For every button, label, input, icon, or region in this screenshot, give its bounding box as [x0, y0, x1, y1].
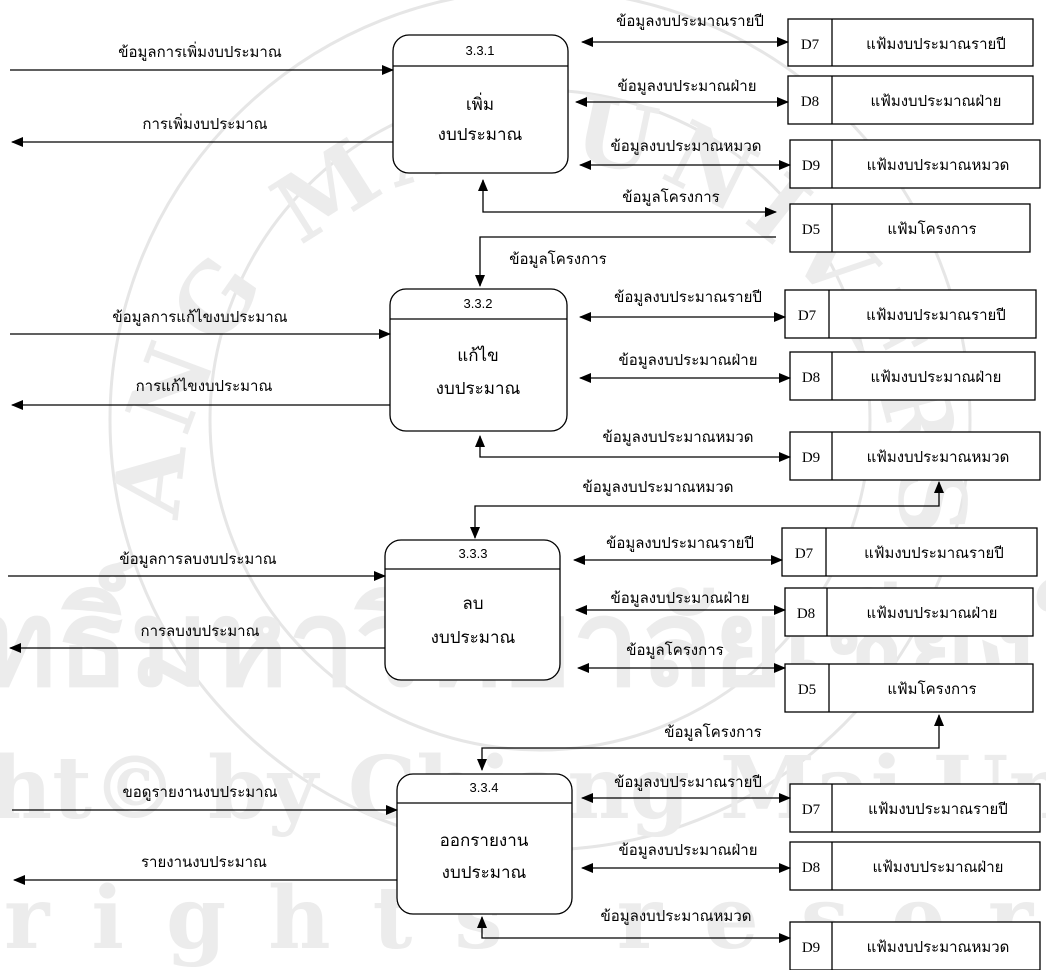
- flow-label: การลบงบประมาณ: [141, 622, 260, 640]
- store-id: D8: [802, 370, 820, 386]
- process-name-line2: งบประมาณ: [436, 379, 521, 399]
- flow-label: ขอดูรายงานงบประมาณ: [123, 783, 278, 801]
- flow-label: ข้อมูลโครงการ: [622, 188, 719, 206]
- store-id: D7: [802, 802, 821, 818]
- flows-3-3-3: ข้อมูลการลบงบประมาณ การลบงบประมาณ ข้อมูล…: [8, 534, 944, 771]
- process-box: [392, 34, 569, 174]
- process-box: [396, 773, 573, 915]
- data-store-d5: D5 แฟ้มโครงการ: [784, 663, 1034, 713]
- store-name: แฟ้มงบประมาณหมวด: [867, 156, 1010, 174]
- store-name: แฟ้มงบประมาณรายปี: [868, 800, 1008, 818]
- flow-label: ข้อมูลงบประมาณรายปี: [614, 288, 762, 306]
- flow-label: ข้อมูลการเพิ่มงบประมาณ: [118, 41, 282, 61]
- store-box: [784, 587, 1034, 637]
- flow-label: ข้อมูลงบประมาณฝ่าย: [610, 589, 749, 607]
- flow-label: ข้อมูลโครงการ: [509, 250, 606, 268]
- data-store-d9: D9 แฟ้มงบประมาณหมวด: [789, 139, 1041, 189]
- process-name-line2: งบประมาณ: [438, 125, 523, 145]
- data-store-d7: D7 แฟ้มงบประมาณรายปี: [787, 18, 1034, 67]
- store-name: แฟ้มงบประมาณหมวด: [867, 448, 1010, 466]
- store-box: [789, 203, 1031, 253]
- store-id: D8: [802, 860, 820, 876]
- flow-label: ข้อมูลโครงการ: [626, 641, 723, 659]
- store-id: D9: [802, 158, 820, 174]
- process-id: 3.3.1: [466, 43, 495, 58]
- store-name: แฟ้มงบประมาณรายปี: [866, 35, 1006, 53]
- process-id: 3.3.4: [470, 780, 499, 795]
- process-box: [389, 288, 568, 432]
- flow-label: ข้อมูลงบประมาณหมวด: [603, 428, 754, 446]
- flows-3-3-2: ข้อมูลการแก้ไขงบประมาณ การแก้ไขงบประมาณ …: [10, 288, 944, 539]
- flow-label: ข้อมูลการลบงบประมาณ: [119, 550, 276, 568]
- data-store-d8: D8 แฟ้มงบประมาณฝ่าย: [784, 587, 1034, 637]
- store-name: แฟ้มงบประมาณฝ่าย: [873, 858, 1004, 876]
- data-store-d7: D7 แฟ้มงบประมาณรายปี: [789, 783, 1041, 833]
- flow-label: ข้อมูลงบประมาณรายปี: [606, 534, 754, 552]
- data-store-d5: D5 แฟ้มโครงการ: [789, 203, 1031, 253]
- data-store-d8: D8 แฟ้มงบประมาณฝ่าย: [787, 75, 1034, 125]
- process-name-line1: ลบ: [462, 594, 483, 614]
- store-name: แฟ้มงบประมาณฝ่าย: [871, 368, 1002, 386]
- flow-label: ข้อมูลงบประมาณฝ่าย: [617, 77, 756, 95]
- process-box: [384, 539, 561, 681]
- flows-3-3-1: ข้อมูลการเพิ่มงบประมาณ การเพิ่มงบประมาณ …: [10, 12, 791, 287]
- data-store-d7: D7 แฟ้มงบประมาณรายปี: [784, 289, 1037, 339]
- process-3-3-2: 3.3.2 แก้ไข งบประมาณ: [389, 288, 568, 432]
- data-store-d8: D8 แฟ้มงบประมาณฝ่าย: [789, 841, 1041, 891]
- process-name-line1: เพิ่ม: [466, 92, 494, 115]
- flow-arrow: [477, 714, 944, 771]
- store-name: แฟ้มโครงการ: [887, 680, 976, 698]
- store-id: D5: [798, 682, 816, 698]
- store-id: D5: [802, 222, 820, 238]
- process-name-line2: งบประมาณ: [431, 628, 516, 648]
- flow-label: ข้อมูลงบประมาณรายปี: [614, 773, 762, 791]
- store-id: D9: [802, 940, 820, 956]
- flow-arrow: [470, 481, 944, 539]
- store-id: D7: [795, 546, 814, 562]
- flow-label: ข้อมูลงบประมาณหมวด: [611, 137, 762, 155]
- store-id: D9: [802, 450, 820, 466]
- process-name-line1: ออกรายงาน: [440, 831, 529, 851]
- flow-arrow: [475, 236, 776, 287]
- store-id: D7: [801, 37, 820, 53]
- store-name: แฟ้มงบประมาณฝ่าย: [871, 92, 1002, 110]
- flow-label: ข้อมูลงบประมาณหมวด: [601, 907, 752, 925]
- data-store-d9: D9 แฟ้มงบประมาณหมวด: [789, 431, 1041, 481]
- store-name: แฟ้มงบประมาณรายปี: [864, 544, 1004, 562]
- process-id: 3.3.3: [459, 546, 488, 561]
- store-name: แฟ้มงบประมาณฝ่าย: [867, 604, 998, 622]
- flow-arrow: [475, 435, 791, 462]
- process-name-line1: แก้ไข: [457, 345, 498, 366]
- data-store-d8: D8 แฟ้มงบประมาณฝ่าย: [789, 351, 1036, 401]
- process-3-3-3: 3.3.3 ลบ งบประมาณ: [384, 539, 561, 681]
- flow-label: ข้อมูลงบประมาณรายปี: [616, 12, 764, 30]
- process-3-3-4: 3.3.4 ออกรายงาน งบประมาณ: [396, 773, 573, 915]
- flow-label: ข้อมูลโครงการ: [664, 723, 761, 741]
- store-box: [784, 663, 1034, 713]
- flows-3-3-4: ขอดูรายงานงบประมาณ รายงานงบประมาณ ข้อมูล…: [12, 773, 791, 943]
- process-id: 3.3.2: [464, 296, 493, 311]
- flow-label: การแก้ไขงบประมาณ: [136, 377, 273, 395]
- flow-arrow: [477, 916, 791, 943]
- store-id: D8: [801, 94, 819, 110]
- store-name: แฟ้มงบประมาณรายปี: [866, 306, 1006, 324]
- flow-label: รายงานงบประมาณ: [141, 853, 267, 871]
- store-box: [784, 289, 1037, 339]
- store-id: D8: [797, 606, 815, 622]
- data-store-d9: D9 แฟ้มงบประมาณหมวด: [789, 921, 1041, 970]
- store-id: D7: [798, 308, 817, 324]
- flow-label: การเพิ่มงบประมาณ: [142, 113, 267, 133]
- data-store-d7: D7 แฟ้มงบประมาณรายปี: [781, 527, 1038, 577]
- process-name-line2: งบประมาณ: [442, 863, 527, 883]
- process-3-3-1: 3.3.1 เพิ่ม งบประมาณ: [392, 34, 569, 174]
- store-name: แฟ้มโครงการ: [887, 220, 976, 238]
- flow-label: ข้อมูลงบประมาณฝ่าย: [618, 351, 757, 369]
- flow-label: ข้อมูลงบประมาณหมวด: [583, 478, 734, 496]
- flow-label: ข้อมูลงบประมาณฝ่าย: [618, 841, 757, 859]
- store-name: แฟ้มงบประมาณหมวด: [867, 938, 1010, 956]
- flow-arrow: [478, 179, 777, 217]
- flow-label: ข้อมูลการแก้ไขงบประมาณ: [112, 308, 287, 326]
